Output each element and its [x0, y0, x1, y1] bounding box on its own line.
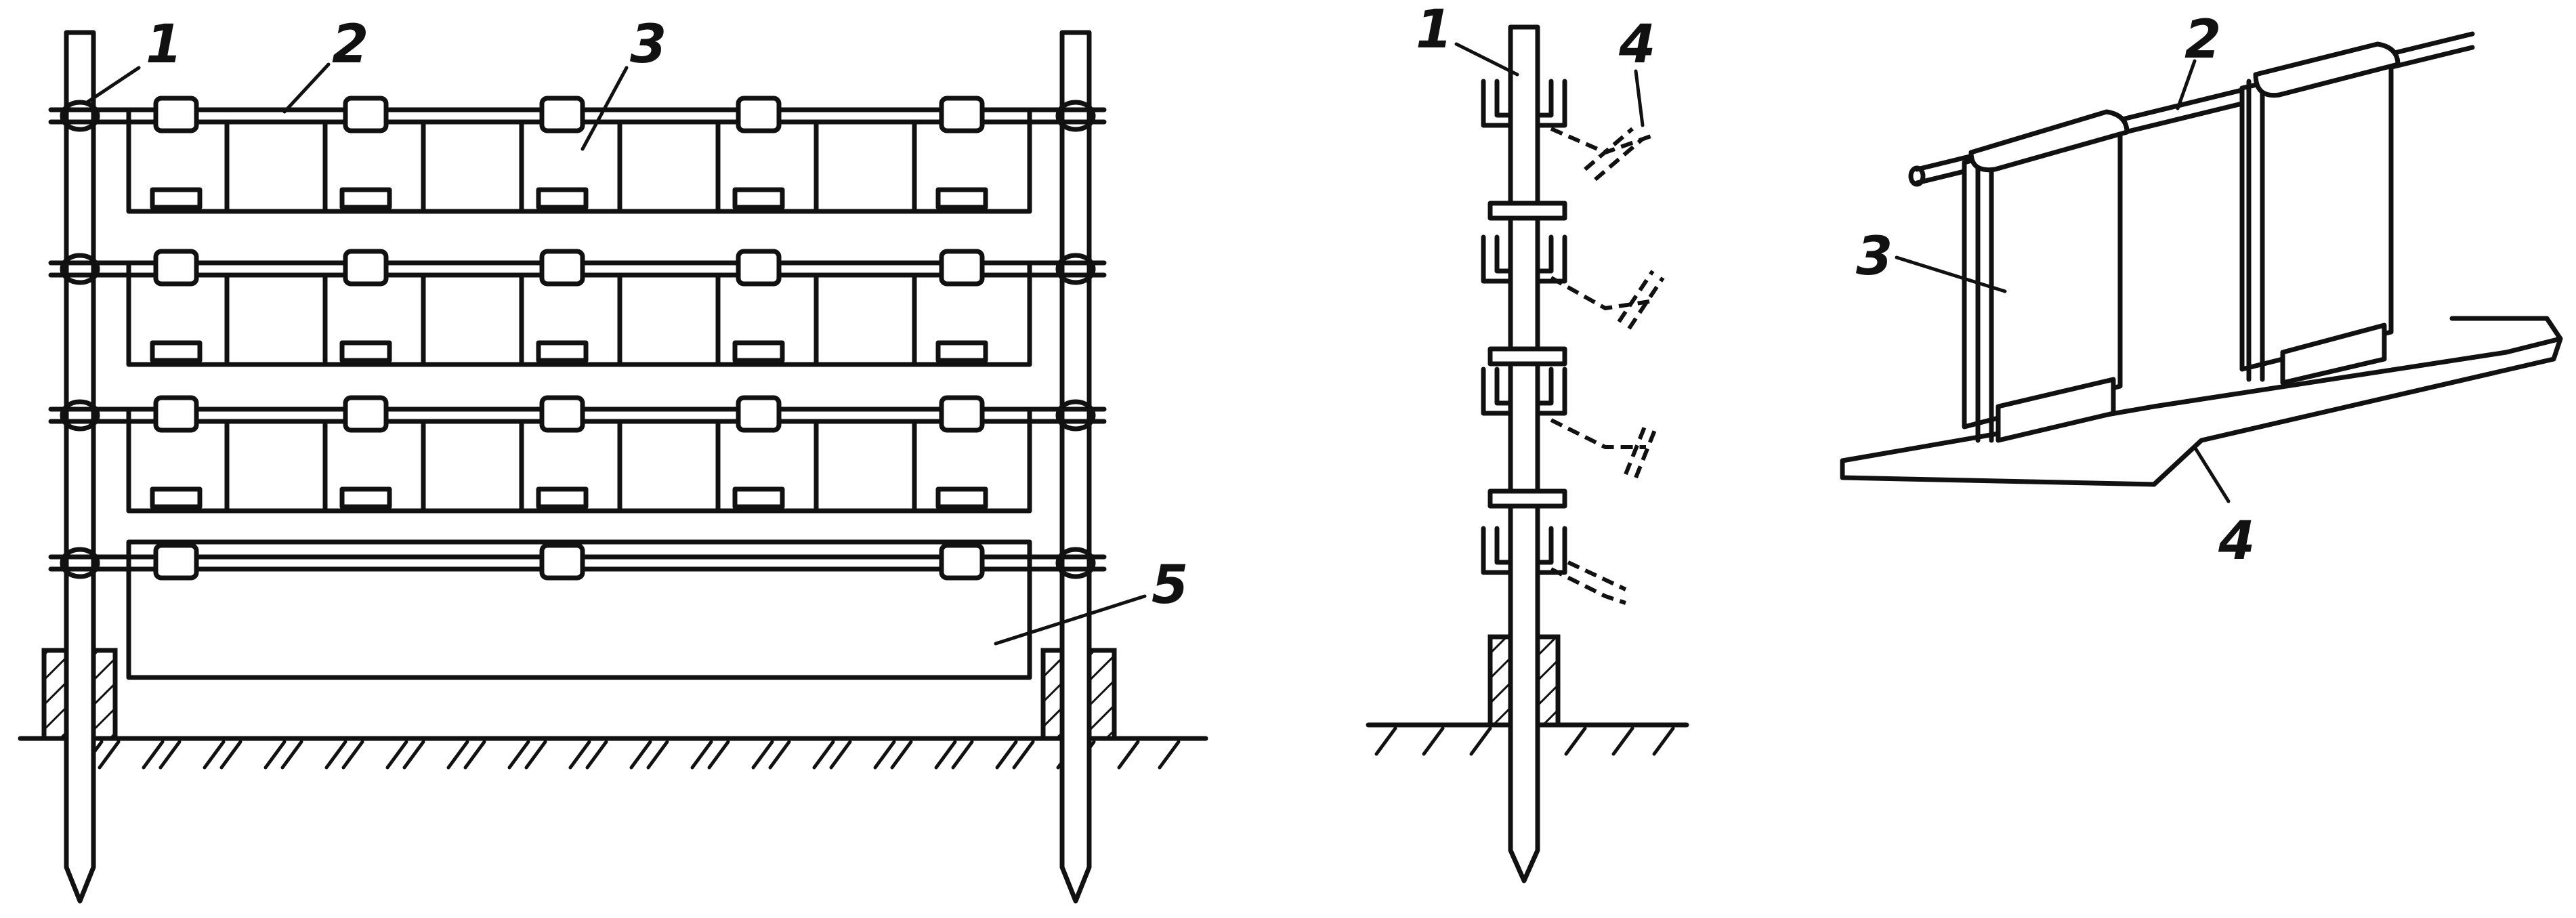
side-leaders [1454, 42, 1645, 127]
side-planks-dashed [1550, 127, 1665, 605]
wire-clamps [153, 96, 985, 581]
label-panel: 3 [630, 14, 667, 75]
label-side-post: 1 [1416, 0, 1452, 60]
side-ground-hatching [1374, 726, 1675, 756]
persp-panel-2 [2239, 41, 2401, 385]
panel-dividers [224, 119, 917, 514]
label-wire: 2 [332, 14, 368, 75]
post-rings [60, 100, 1096, 579]
label-base: 5 [1152, 555, 1188, 616]
perspective-view: 2 3 4 [1840, 9, 2563, 572]
label-persp-wire: 2 [2184, 9, 2221, 70]
label-post: 1 [146, 14, 182, 75]
persp-panel-1 [1962, 109, 2130, 443]
label-side-plank: 4 [1618, 14, 1655, 75]
side-post [1508, 24, 1540, 883]
right-post [1059, 30, 1092, 904]
front-view: 1 2 3 5 [18, 14, 1208, 904]
ground-hatching [81, 740, 1181, 770]
label-persp-plank: 4 [2218, 511, 2255, 572]
left-post [64, 30, 96, 904]
rack-rows [48, 96, 1107, 581]
side-view: 1 4 [1366, 0, 1689, 883]
persp-base-plank [1840, 336, 2563, 487]
mounting-plates [150, 187, 988, 509]
front-leaders [86, 62, 1147, 646]
base-panel [126, 539, 1032, 680]
persp-leaders [1895, 59, 2231, 503]
label-persp-panel: 3 [1856, 226, 1893, 287]
side-brackets [1481, 79, 1567, 575]
